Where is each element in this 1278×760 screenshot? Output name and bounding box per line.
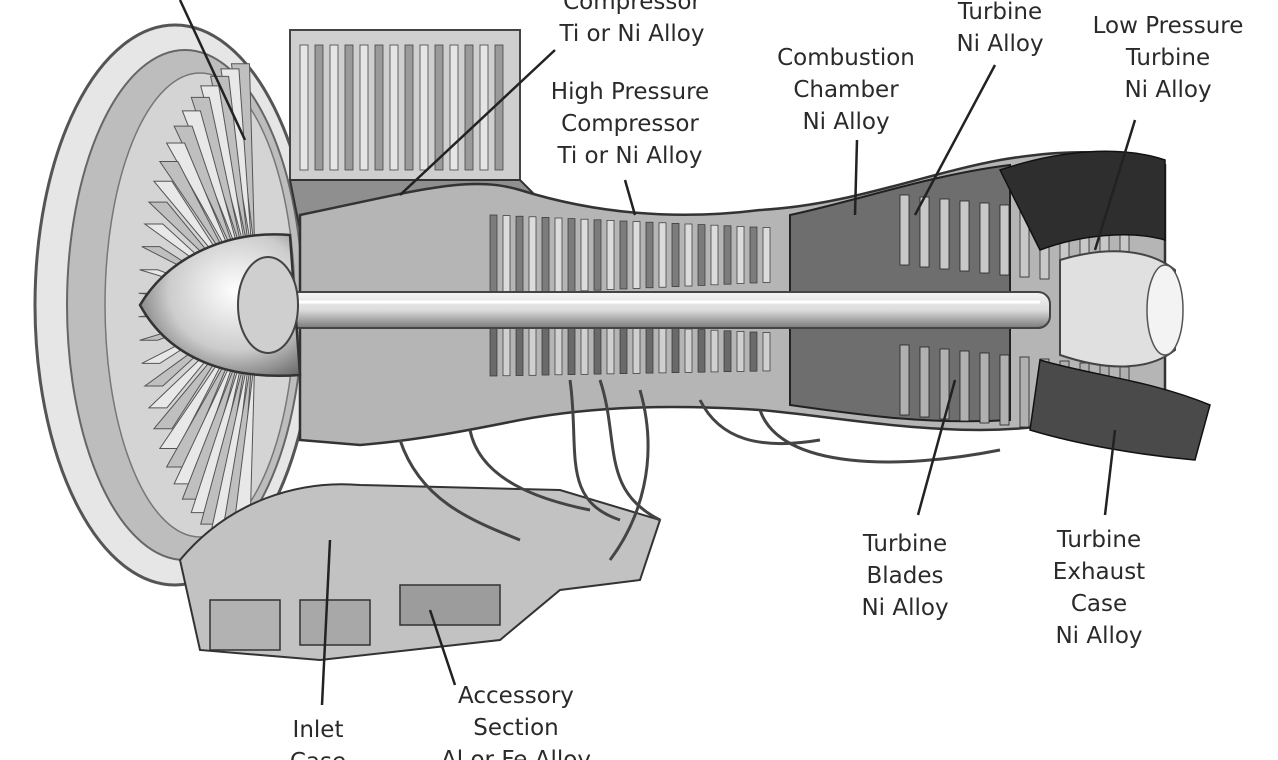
- label-line: Chamber: [793, 77, 899, 103]
- fan-blades: [138, 63, 256, 547]
- label-line: Turbine: [862, 531, 948, 557]
- exhaust-cone: [1059, 250, 1184, 368]
- label-line: Compressor: [563, 0, 701, 15]
- label-line: Compressor: [561, 111, 699, 137]
- label-turbine-blades: Turbine Blades Ni Alloy: [861, 528, 948, 624]
- label-line: Low Pressure: [1092, 13, 1244, 39]
- label-turbine-exhaust-case: Turbine Exhaust Case Ni Alloy: [1053, 524, 1145, 652]
- label-line: Combustion: [777, 45, 915, 71]
- label-combustion-chamber: Combustion Chamber Ni Alloy: [777, 42, 915, 138]
- label-hp-compressor: High Pressure Compressor Ti or Ni Alloy: [551, 76, 709, 172]
- label-line: Ni Alloy: [1055, 623, 1143, 649]
- label-line: Ni Alloy: [802, 109, 890, 135]
- label-line: Inlet: [292, 717, 344, 743]
- label-line: Accessory: [458, 683, 574, 709]
- label-line: Turbine: [1125, 45, 1211, 71]
- main-shaft: [269, 291, 1051, 329]
- label-line: Case: [1070, 591, 1128, 617]
- label-hp-turbine: Turbine Ni Alloy: [956, 0, 1043, 60]
- label-line: Exhaust: [1052, 559, 1146, 585]
- label-line: Al or Fe Alloy: [441, 747, 591, 760]
- label-inlet-case: Inlet Case: [290, 714, 346, 760]
- leader-lines: [178, 0, 1137, 706]
- label-line: Ni Alloy: [1124, 77, 1212, 103]
- accessory-pipes: [398, 379, 1001, 561]
- label-lp-compressor: Compressor Ti or Ni Alloy: [560, 0, 705, 50]
- label-line: Ni Alloy: [861, 595, 949, 621]
- accessory-gearbox: [178, 483, 662, 662]
- label-line: Case: [290, 746, 346, 760]
- label-line: Section: [473, 715, 559, 741]
- label-line: Ni Alloy: [956, 31, 1044, 57]
- label-line: Turbine: [957, 0, 1043, 25]
- label-line: Turbine: [1056, 527, 1142, 553]
- label-line: High Pressure: [550, 79, 710, 105]
- spinner: [138, 233, 302, 377]
- label-line: Blades: [866, 563, 944, 589]
- label-line: Ti or Ni Alloy: [557, 143, 703, 169]
- label-accessory-section: Accessory Section Al or Fe Alloy: [441, 680, 591, 760]
- label-lp-turbine: Low Pressure Turbine Ni Alloy: [1093, 10, 1244, 106]
- label-line: Ti or Ni Alloy: [559, 21, 705, 47]
